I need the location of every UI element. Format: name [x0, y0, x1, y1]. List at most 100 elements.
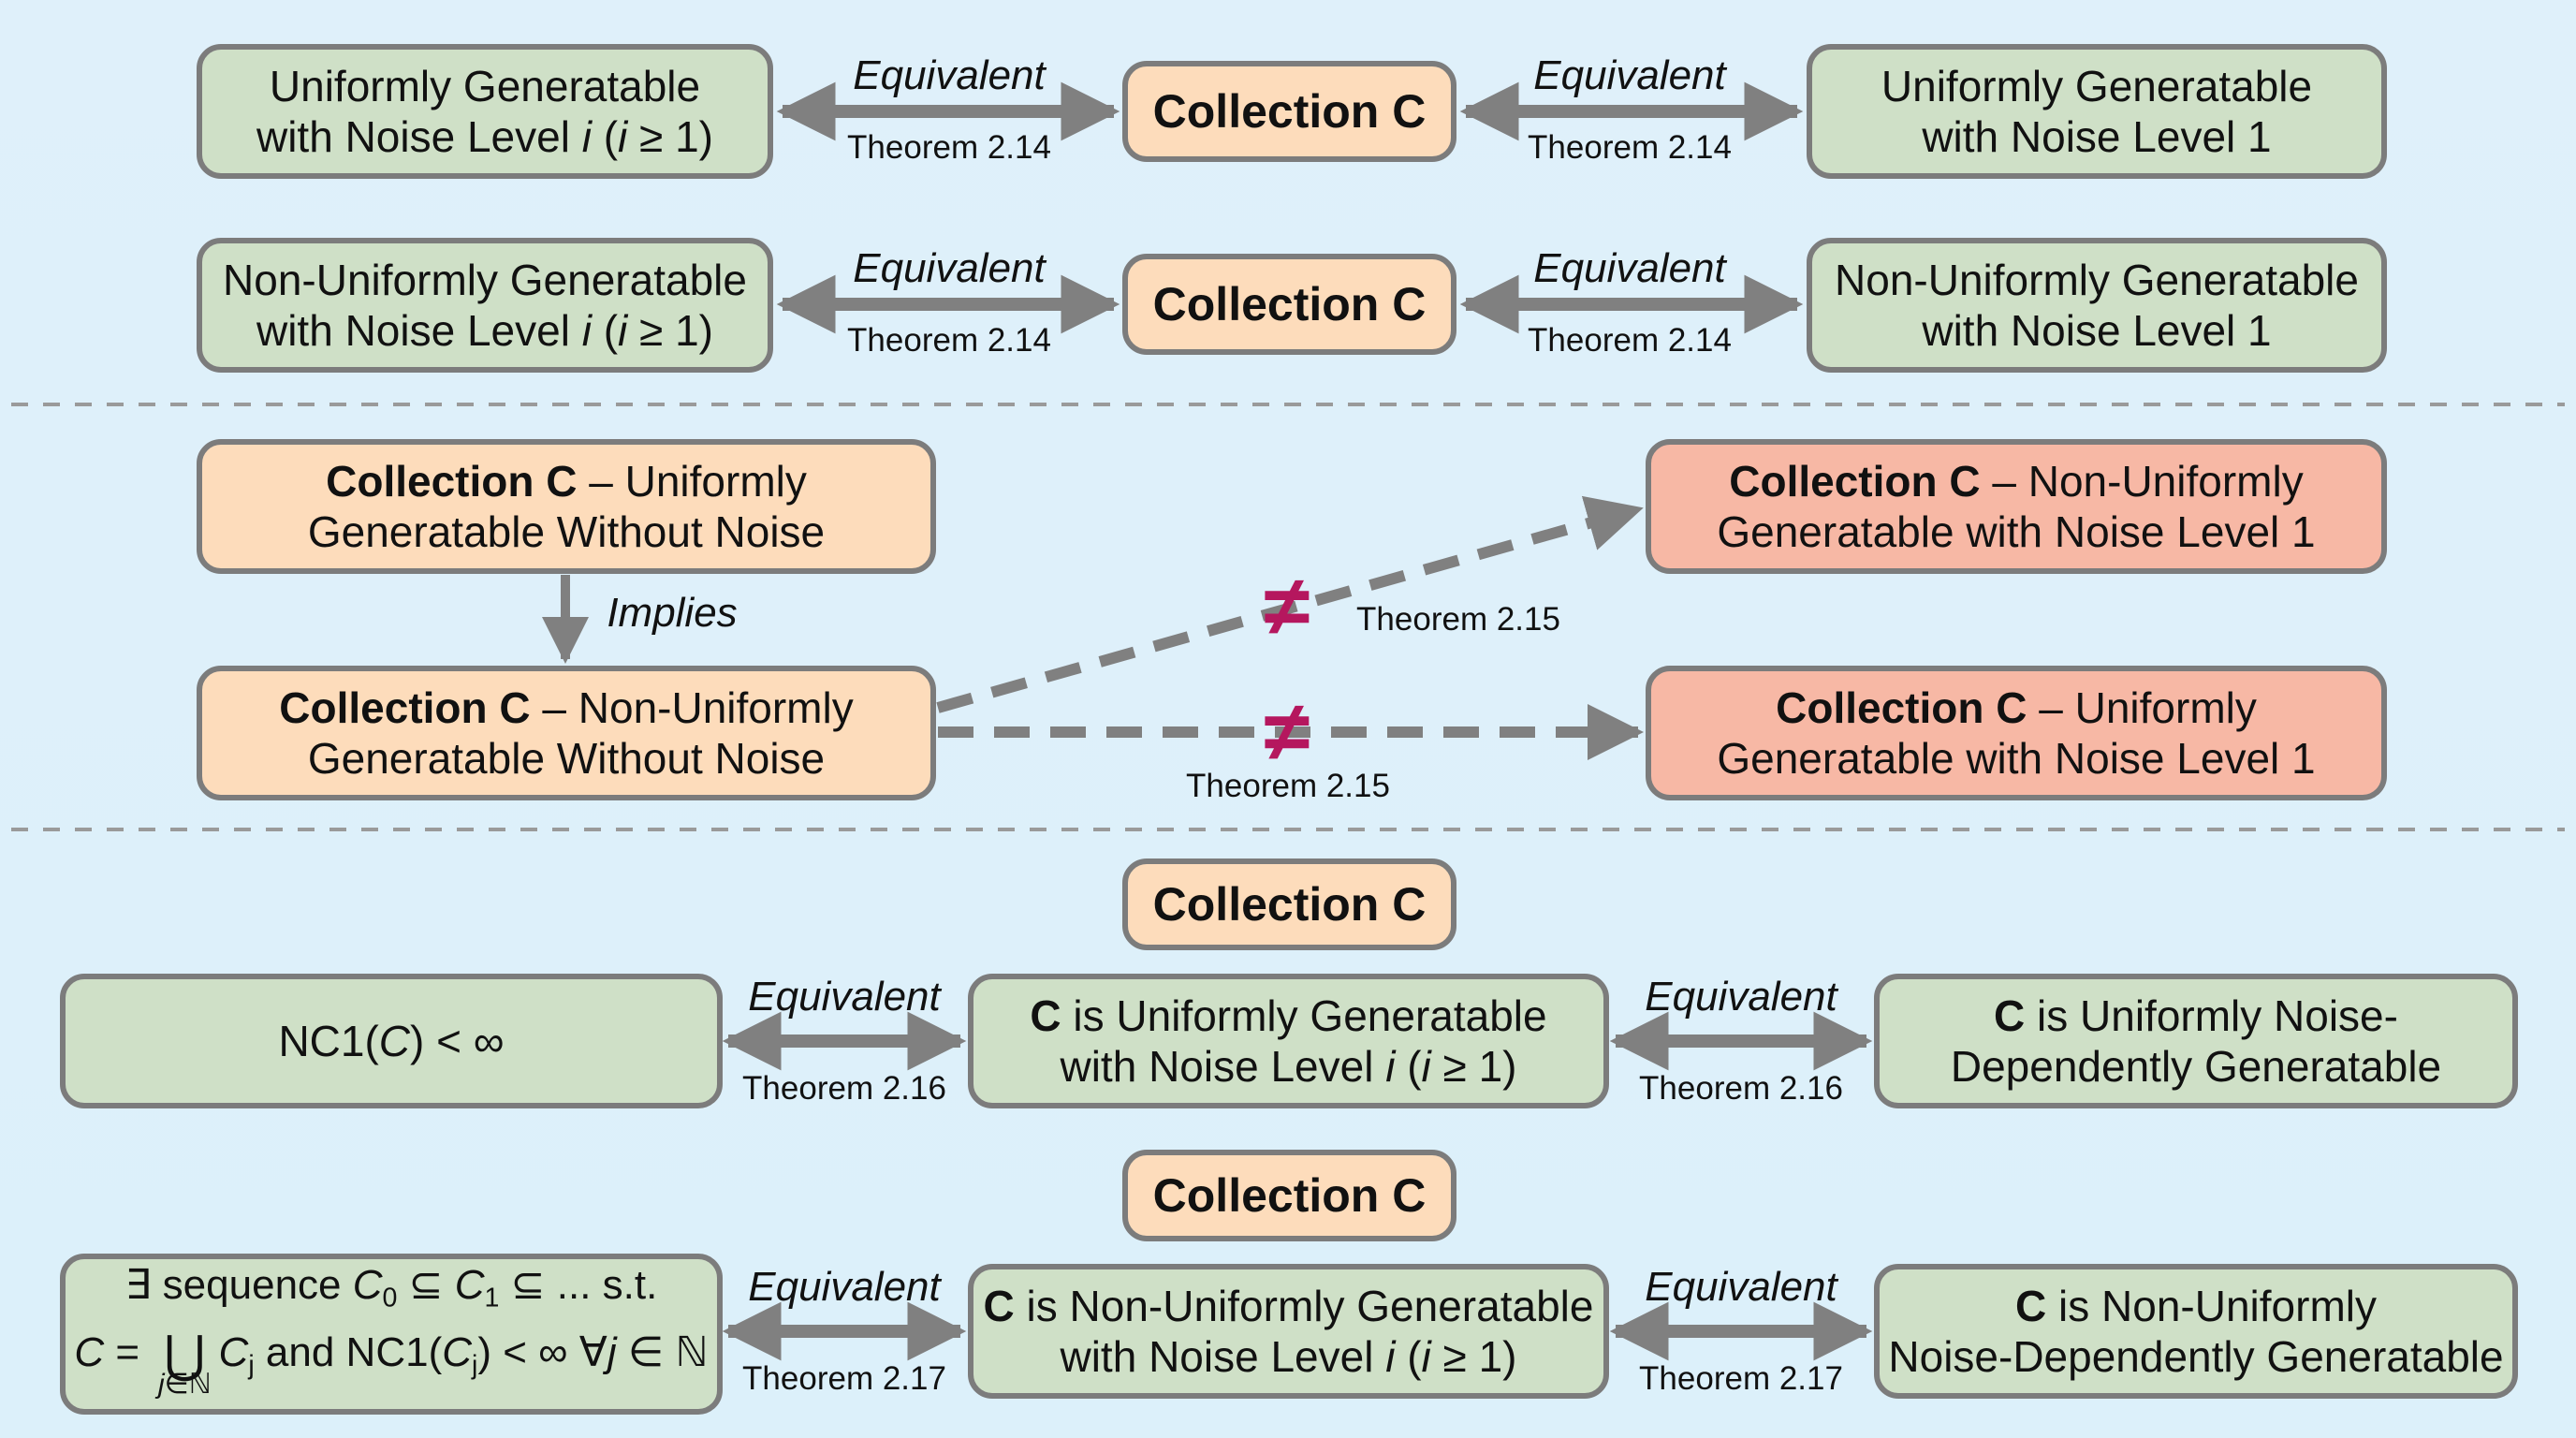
box-uniform-without-noise: Collection C – Uniformly Generatable Wit…: [197, 439, 936, 574]
bold-text: C: [1030, 991, 1061, 1040]
box-text-line1: Collection C – Non-Uniformly: [279, 682, 853, 733]
box-text-line1: Collection C – Uniformly: [1717, 682, 2315, 733]
text: is Uniformly Generatable: [1061, 991, 1547, 1040]
text: (: [1395, 1042, 1422, 1091]
box-collection-c-r2: Collection C: [1122, 254, 1456, 355]
text: (: [1395, 1332, 1422, 1381]
text: is Uniformly Noise-: [2025, 991, 2398, 1040]
box-text-line1: Uniformly Generatable: [1881, 62, 2313, 110]
theorem-label: Theorem 2.17: [1639, 1360, 1843, 1397]
var-c: C: [352, 1262, 383, 1309]
text: – Uniformly: [2027, 683, 2257, 732]
theorem-label: Theorem 2.16: [1639, 1070, 1843, 1107]
subscript: 0: [382, 1284, 398, 1313]
equivalent-label: Equivalent: [1533, 245, 1726, 291]
text: – Non-Uniformly: [530, 683, 854, 732]
theorem-label: Theorem 2.14: [1528, 322, 1732, 359]
theorem-label: Theorem 2.14: [847, 129, 1051, 166]
text: and NC1(: [254, 1329, 443, 1375]
text: ) < ∞: [410, 1017, 505, 1065]
theorem-label: Theorem 2.17: [742, 1360, 946, 1397]
text: is Non-Uniformly Generatable: [1014, 1282, 1594, 1330]
box-text-line2: with Noise Level i (i ≥ 1): [256, 111, 713, 162]
box-text-line2: Dependently Generatable: [1950, 1042, 2442, 1091]
text: is Non-Uniformly: [2046, 1282, 2377, 1330]
bold-text: C: [983, 1282, 1015, 1330]
text: – Non-Uniformly: [1980, 457, 2304, 506]
text: ⊆ ... s.t.: [499, 1262, 658, 1309]
var-c: C: [442, 1329, 473, 1375]
var-i: i: [618, 306, 628, 355]
equivalent-label: Equivalent: [853, 245, 1046, 291]
text: ≥ 1): [1430, 1332, 1517, 1381]
box-nonuniform-noise-i: Non-Uniformly Generatable with Noise Lev…: [197, 238, 773, 373]
box-collection-c-r1: Collection C: [1122, 61, 1456, 162]
box-text-line1: Uniformly Generatable: [269, 62, 701, 110]
equivalent-label: Equivalent: [748, 1264, 941, 1310]
union-glyph: ⋃: [164, 1327, 206, 1384]
box-nc1-finite: NC1(C) < ∞: [60, 974, 723, 1108]
union-symbol: ⋃j∈ℕ: [158, 1327, 212, 1399]
box-c-nonuniform-noise-i: C is Non-Uniformly Generatable with Nois…: [968, 1264, 1609, 1399]
var-i: i: [1385, 1332, 1396, 1381]
var-c: C: [74, 1329, 105, 1375]
bold-text: Collection C: [326, 457, 578, 506]
bold-text: Collection C: [1729, 457, 1981, 506]
text: ≥ 1): [627, 306, 713, 355]
box-text-line1: Collection C – Uniformly: [308, 456, 825, 506]
box-text-line1: C is Uniformly Noise-: [1951, 990, 2441, 1041]
var-c: C: [378, 1017, 411, 1065]
collection-c-label: Collection C: [1152, 1169, 1427, 1222]
box-text-line1: C is Non-Uniformly Generatable: [984, 1281, 1594, 1331]
theorem-label: Theorem 2.15: [1186, 768, 1390, 804]
text: =: [104, 1329, 152, 1375]
box-c-nonuniform-noise-dependent: C is Non-Uniformly Noise-Dependently Gen…: [1874, 1264, 2518, 1399]
union-index: j∈ℕ: [157, 1369, 212, 1401]
box-c-uniform-noise-dependent: C is Uniformly Noise- Dependently Genera…: [1874, 974, 2518, 1108]
box-nonuniform-noise-1-red: Collection C – Non-Uniformly Generatable…: [1646, 439, 2387, 574]
box-nonuniform-noise-1: Non-Uniformly Generatable with Noise Lev…: [1807, 238, 2387, 373]
collection-c-label: Collection C: [1152, 878, 1427, 931]
var-i: i: [581, 306, 592, 355]
var-j: j: [607, 1329, 617, 1375]
text: – Uniformly: [577, 457, 807, 506]
theorem-label: Theorem 2.14: [847, 322, 1051, 359]
var-c: C: [218, 1329, 249, 1375]
box-text-line1: Non-Uniformly Generatable: [1835, 256, 2359, 304]
text: with Noise Level: [256, 112, 582, 161]
bold-text: Collection C: [279, 683, 531, 732]
formula-line1: ∃ sequence C0 ⊆ C1 ⊆ ... s.t.: [74, 1258, 708, 1326]
implies-label: Implies: [607, 590, 738, 636]
collection-c-label: Collection C: [1152, 278, 1427, 330]
text: with Noise Level: [1060, 1042, 1386, 1091]
box-text-line2: with Noise Level i (i ≥ 1): [1030, 1041, 1546, 1092]
text: (: [591, 112, 619, 161]
var-i: i: [618, 112, 628, 161]
box-text-line1: C is Non-Uniformly: [1888, 1281, 2503, 1331]
bold-text: C: [2015, 1282, 2047, 1330]
box-text-line2: Noise-Dependently Generatable: [1888, 1332, 2504, 1381]
subscript: j: [248, 1350, 255, 1381]
equivalent-label: Equivalent: [853, 52, 1046, 98]
text: NC1(: [278, 1017, 379, 1065]
text: ≥ 1): [627, 112, 713, 161]
var-i: i: [581, 112, 592, 161]
box-nonuniform-without-noise: Collection C – Non-Uniformly Generatable…: [197, 666, 936, 800]
box-text-line2: with Noise Level i (i ≥ 1): [984, 1331, 1594, 1382]
box-text-line2: Generatable Without Noise: [307, 507, 826, 556]
collection-c-label: Collection C: [1152, 85, 1427, 138]
theorem-label: Theorem 2.15: [1356, 601, 1560, 638]
equivalent-label: Equivalent: [1533, 52, 1726, 98]
var-i: i: [1385, 1042, 1396, 1091]
text: with Noise Level: [1060, 1332, 1386, 1381]
box-collection-c-s3-1: Collection C: [1122, 858, 1456, 950]
box-text-line2: with Noise Level 1: [1922, 306, 2272, 355]
var-i: i: [1421, 1332, 1431, 1381]
nc1-formula: NC1(C) < ∞: [278, 1016, 504, 1066]
bold-text: C: [1994, 991, 2026, 1040]
box-uniform-noise-i: Uniformly Generatable with Noise Level i…: [197, 44, 773, 179]
text: ∃ sequence: [124, 1262, 353, 1309]
box-text-line2: with Noise Level 1: [1922, 112, 2272, 161]
